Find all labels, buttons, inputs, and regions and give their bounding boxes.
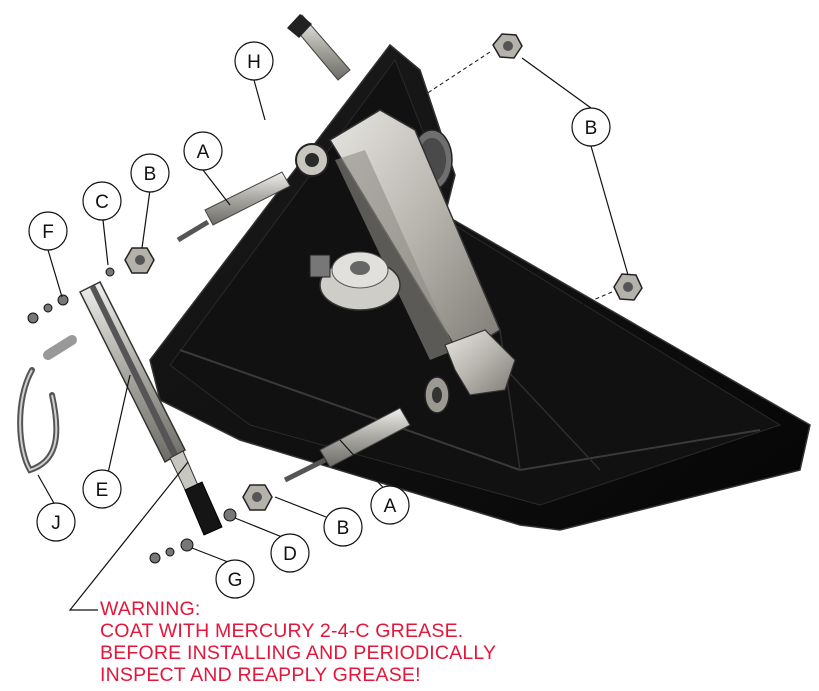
callout-g: G	[215, 559, 255, 599]
assembly-lines	[419, 51, 613, 311]
callout-b-bottom: B	[323, 507, 363, 547]
hydraulic-cylinder	[295, 109, 516, 396]
svg-text:F: F	[42, 222, 54, 243]
callout-b-right: B	[571, 107, 611, 147]
warning-line-2: COAT WITH MERCURY 2-4-C GREASE.	[100, 620, 464, 642]
grease-warning: WARNING: COAT WITH MERCURY 2-4-C GREASE.…	[100, 598, 496, 686]
svg-text:B: B	[337, 518, 350, 539]
svg-text:G: G	[228, 570, 243, 591]
callout-e: E	[82, 469, 122, 509]
cable-j	[17, 335, 77, 474]
svg-text:H: H	[247, 52, 261, 73]
warning-line-4: INSPECT AND REAPPLY GREASE!	[100, 664, 421, 686]
callout-c: C	[82, 181, 122, 221]
callout-a-top: A	[183, 131, 223, 171]
callout-b-top-left: B	[130, 153, 170, 193]
svg-text:B: B	[144, 164, 157, 185]
hex-nut-right	[613, 273, 643, 301]
callout-h: H	[234, 41, 274, 81]
svg-text:C: C	[95, 192, 109, 213]
callout-a-bottom: A	[370, 485, 410, 525]
svg-text:A: A	[384, 496, 397, 517]
cable-j-highlight	[19, 369, 58, 472]
callout-f: F	[28, 211, 68, 251]
svg-text:B: B	[585, 118, 598, 139]
svg-text:J: J	[51, 513, 61, 534]
center-hub	[309, 251, 401, 311]
hex-nut-bottom	[242, 484, 273, 511]
warning-line-1: WARNING:	[100, 598, 201, 620]
pivot-pin-top	[176, 171, 291, 243]
rod-h	[287, 14, 351, 81]
steering-tube	[78, 280, 223, 536]
pivot-pin-bottom	[283, 376, 450, 483]
hex-nut-top-right	[492, 33, 523, 59]
washers	[27, 267, 237, 564]
svg-text:E: E	[96, 480, 109, 501]
leader-lines	[37, 57, 629, 611]
hex-nut-top-left	[124, 247, 155, 274]
callout-j: J	[36, 502, 76, 542]
warning-line-3: BEFORE INSTALLING AND PERIODICALLY	[100, 642, 497, 664]
svg-text:D: D	[283, 544, 297, 565]
callout-d: D	[270, 533, 310, 573]
svg-text:A: A	[197, 142, 210, 163]
